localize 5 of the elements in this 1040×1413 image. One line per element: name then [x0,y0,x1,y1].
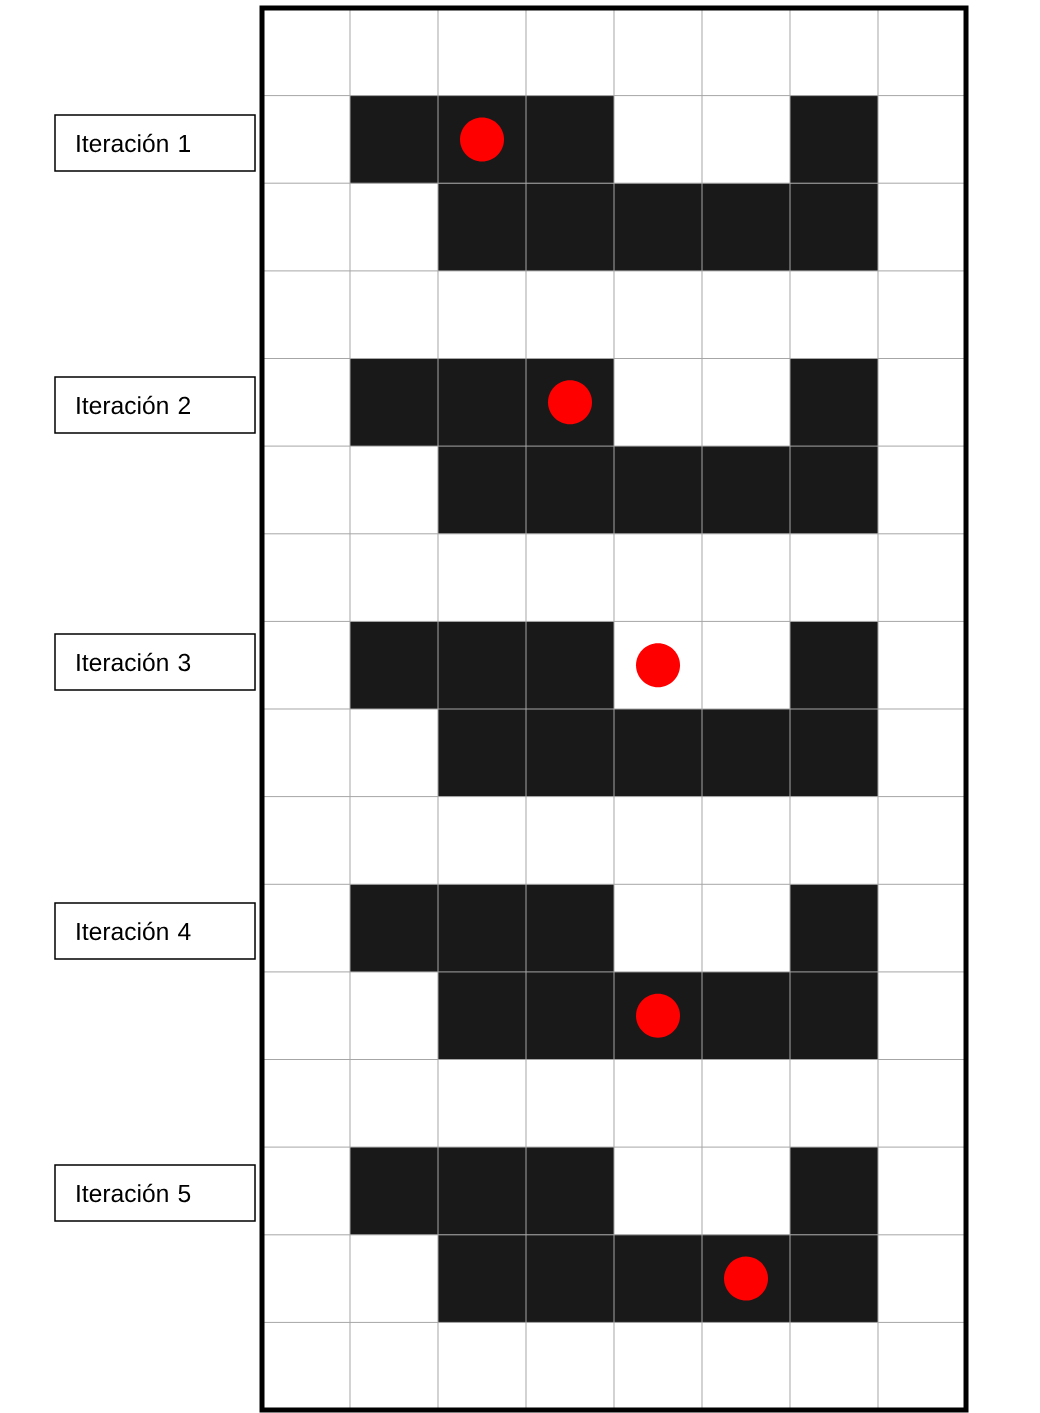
label-box: Iteración 4 [54,902,256,960]
label-box: Iteración 5 [54,1164,256,1222]
label-box: Iteración 1 [54,114,256,172]
label-box: Iteración 3 [54,633,256,691]
label-box: Iteración 2 [54,376,256,434]
